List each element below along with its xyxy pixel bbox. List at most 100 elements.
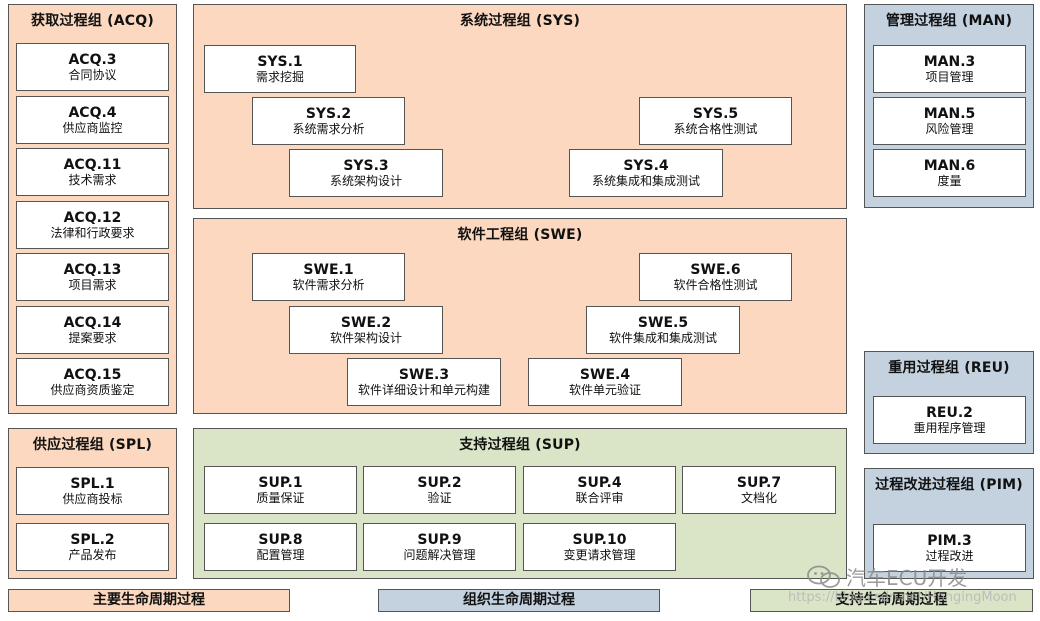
- process-box-acq4[interactable]: ACQ.4 供应商监控: [16, 96, 169, 144]
- process-box-sys5[interactable]: SYS.5 系统合格性测试: [639, 97, 792, 145]
- process-label: 软件单元验证: [568, 382, 641, 397]
- process-box-acq15[interactable]: ACQ.15 供应商资质鉴定: [16, 358, 169, 406]
- process-code: SYS.2: [305, 105, 352, 122]
- process-label: 联合评审: [575, 490, 624, 505]
- process-label: 法律和行政要求: [50, 225, 135, 240]
- acq-group-title: 获取过程组 (ACQ): [31, 13, 154, 29]
- process-label: 产品发布: [68, 547, 117, 562]
- process-box-acq13[interactable]: ACQ.13 项目需求: [16, 253, 169, 301]
- process-box-acq11[interactable]: ACQ.11 技术需求: [16, 148, 169, 196]
- process-label: 变更请求管理: [563, 547, 636, 562]
- process-label: 供应商投标: [62, 491, 123, 506]
- process-box-spl2[interactable]: SPL.2 产品发布: [16, 523, 169, 571]
- process-code: ACQ.13: [63, 261, 122, 278]
- process-box-spl1[interactable]: SPL.1 供应商投标: [16, 467, 169, 515]
- process-box-man5[interactable]: MAN.5 风险管理: [873, 97, 1026, 145]
- watermark: 汽车ECU开发: [806, 562, 967, 591]
- process-box-man3[interactable]: MAN.3 项目管理: [873, 45, 1026, 93]
- process-label: 配置管理: [256, 547, 305, 562]
- process-label: 重用程序管理: [913, 420, 986, 435]
- process-box-pim3[interactable]: PIM.3 过程改进: [873, 524, 1026, 572]
- process-box-swe5[interactable]: SWE.5 软件集成和集成测试: [586, 306, 740, 354]
- process-box-acq14[interactable]: ACQ.14 提案要求: [16, 306, 169, 354]
- process-label: 软件需求分析: [292, 277, 365, 292]
- process-code: SYS.1: [257, 53, 303, 70]
- watermark-url: https://blog.csdn.net/HongingMoon: [788, 590, 1017, 605]
- process-label: 验证: [427, 490, 452, 505]
- process-code: REU.2: [926, 404, 973, 421]
- process-code: ACQ.3: [68, 51, 117, 68]
- process-code: SWE.4: [579, 366, 631, 383]
- process-code: SWE.6: [690, 261, 741, 278]
- sup-group: 支持过程组 (SUP) SUP.1 质量保证 SUP.2 验证 SUP.4 联合…: [193, 428, 847, 579]
- watermark-text: 汽车ECU开发: [846, 566, 968, 590]
- process-code: SPL.2: [70, 531, 115, 548]
- process-label: 技术需求: [68, 172, 117, 187]
- process-code: SUP.9: [417, 531, 462, 548]
- process-code: SUP.8: [258, 531, 303, 548]
- swe-group-title: 软件工程组 (SWE): [457, 227, 583, 243]
- process-label: 提案要求: [68, 330, 117, 345]
- process-box-swe1[interactable]: SWE.1 软件需求分析: [252, 253, 405, 301]
- process-code: SYS.4: [623, 157, 669, 174]
- process-label: 软件集成和集成测试: [608, 330, 717, 345]
- process-box-acq3[interactable]: ACQ.3 合同协议: [16, 43, 169, 91]
- process-box-sys2[interactable]: SYS.2 系统需求分析: [252, 97, 405, 145]
- process-box-swe3[interactable]: SWE.3 软件详细设计和单元构建: [347, 358, 501, 406]
- process-box-sys3[interactable]: SYS.3 系统架构设计: [289, 149, 443, 197]
- process-label: 系统集成和集成测试: [591, 173, 700, 188]
- acq-group: 获取过程组 (ACQ) ACQ.3 合同协议 ACQ.4 供应商监控 ACQ.1…: [8, 4, 177, 414]
- process-box-man6[interactable]: MAN.6 度量: [873, 149, 1026, 197]
- process-box-sup1[interactable]: SUP.1 质量保证: [204, 466, 357, 514]
- process-box-acq12[interactable]: ACQ.12 法律和行政要求: [16, 201, 169, 249]
- process-code: ACQ.12: [63, 209, 122, 226]
- process-code: SUP.10: [572, 531, 627, 548]
- process-box-swe4[interactable]: SWE.4 软件单元验证: [528, 358, 682, 406]
- process-box-swe6[interactable]: SWE.6 软件合格性测试: [639, 253, 792, 301]
- process-code: SYS.5: [692, 105, 739, 122]
- spl-group-title: 供应过程组 (SPL): [32, 437, 153, 453]
- process-label: 软件架构设计: [329, 330, 402, 345]
- process-label: 合同协议: [68, 67, 117, 82]
- process-box-reu2[interactable]: REU.2 重用程序管理: [873, 396, 1026, 444]
- swe-group: 软件工程组 (SWE) SWE.1 软件需求分析 SWE.2 软件架构设计 SW…: [193, 218, 847, 414]
- process-box-sup7[interactable]: SUP.7 文档化: [682, 466, 836, 514]
- reu-group-title: 重用过程组 (REU): [888, 360, 1010, 376]
- process-box-sup2[interactable]: SUP.2 验证: [363, 466, 516, 514]
- process-label: 系统合格性测试: [673, 121, 758, 136]
- process-code: SUP.2: [417, 474, 462, 491]
- spl-group: 供应过程组 (SPL) SPL.1 供应商投标 SPL.2 产品发布: [8, 428, 177, 579]
- process-label: 度量: [937, 173, 962, 188]
- process-code: MAN.3: [923, 53, 976, 70]
- process-box-swe2[interactable]: SWE.2 软件架构设计: [289, 306, 443, 354]
- process-box-sys1[interactable]: SYS.1 需求挖掘: [204, 45, 356, 93]
- process-label: 软件详细设计和单元构建: [357, 382, 490, 397]
- wechat-icon: [807, 565, 840, 588]
- process-code: SWE.5: [637, 314, 689, 331]
- process-box-sys4[interactable]: SYS.4 系统集成和集成测试: [569, 149, 723, 197]
- process-label: 系统架构设计: [329, 173, 402, 188]
- process-box-sup10[interactable]: SUP.10 变更请求管理: [523, 523, 676, 571]
- sup-group-title: 支持过程组 (SUP): [459, 437, 581, 453]
- process-code: SWE.1: [303, 261, 354, 278]
- process-label: 项目需求: [68, 277, 117, 292]
- process-label: 风险管理: [925, 121, 974, 136]
- process-box-sup4[interactable]: SUP.4 联合评审: [523, 466, 676, 514]
- sys-group-title: 系统过程组 (SYS): [459, 13, 581, 29]
- process-label: 供应商监控: [62, 120, 123, 135]
- process-label: 需求挖掘: [255, 69, 304, 84]
- man-group-title: 管理过程组 (MAN): [885, 13, 1013, 29]
- process-code: ACQ.14: [63, 314, 122, 331]
- process-box-sup9[interactable]: SUP.9 问题解决管理: [363, 523, 516, 571]
- pim-group: 过程改进过程组 (PIM) PIM.3 过程改进: [864, 468, 1034, 579]
- pim-group-title: 过程改进过程组 (PIM): [875, 477, 1023, 493]
- process-label: 质量保证: [256, 490, 305, 505]
- process-label: 过程改进: [925, 548, 974, 563]
- process-box-sup8[interactable]: SUP.8 配置管理: [204, 523, 357, 571]
- process-code: ACQ.4: [68, 104, 117, 121]
- process-code: SPL.1: [70, 475, 115, 492]
- legend-primary: 主要生命周期过程: [8, 589, 290, 612]
- process-code: ACQ.15: [63, 366, 122, 383]
- process-code: MAN.5: [923, 105, 976, 122]
- process-code: ACQ.11: [63, 156, 122, 173]
